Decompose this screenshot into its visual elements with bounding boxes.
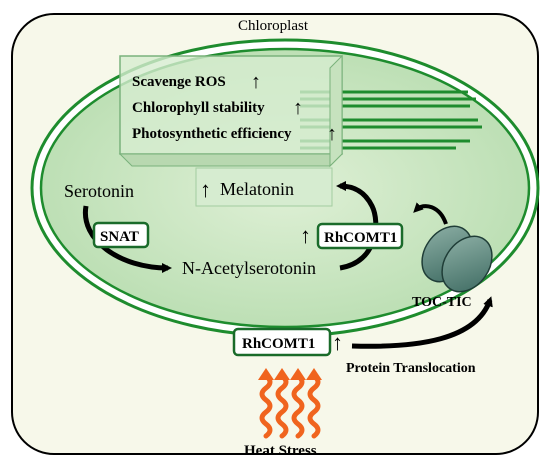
effects-box [118, 54, 344, 168]
up-arrow-icon: ↑ [300, 223, 311, 248]
snat-box [92, 221, 150, 249]
protein-translocation-arrow [351, 296, 493, 349]
up-arrow-icon: ↑ [293, 97, 303, 119]
rhcomt1-inside-box [316, 222, 404, 250]
rhcomt1-outside-label: RhCOMT1 [242, 336, 315, 352]
toc-tic-complex [421, 225, 493, 293]
rhcomt1-conversion-arrow [336, 181, 379, 271]
up-arrow-icon: ↑ [327, 123, 337, 145]
rhcomt1-inside-label: RhCOMT1 [324, 230, 397, 246]
toc-tic-label: TOC-TIC [412, 295, 472, 310]
chlorophyll-stability-label: Chlorophyll stability [132, 100, 265, 116]
protein-translocation-label: Protein Translocation [346, 361, 476, 376]
import-arrow [413, 202, 448, 225]
rhcomt1-outside-box [232, 327, 332, 357]
serotonin-label: Serotonin [64, 181, 134, 201]
heat-arrowheads [258, 368, 322, 380]
chloroplast-label: Chloroplast [238, 18, 309, 34]
n-acetylserotonin-label: N-Acetylserotonin [182, 258, 316, 278]
up-arrow-icon: ↑ [251, 71, 261, 93]
melatonin-label: Melatonin [220, 179, 294, 199]
heat-stress-label: Heat Stress [244, 443, 317, 459]
snat-label: SNAT [100, 229, 139, 245]
photosynthetic-efficiency-label: Photosynthetic efficiency [132, 126, 292, 142]
scavenge-ros-label: Scavenge ROS [132, 74, 226, 90]
heat-stress-icon [259, 373, 321, 439]
up-arrow-icon: ↑ [332, 330, 343, 355]
snat-conversion-arrow [82, 205, 172, 273]
melatonin-box [195, 167, 333, 207]
up-arrow-icon: ↑ [200, 177, 211, 202]
